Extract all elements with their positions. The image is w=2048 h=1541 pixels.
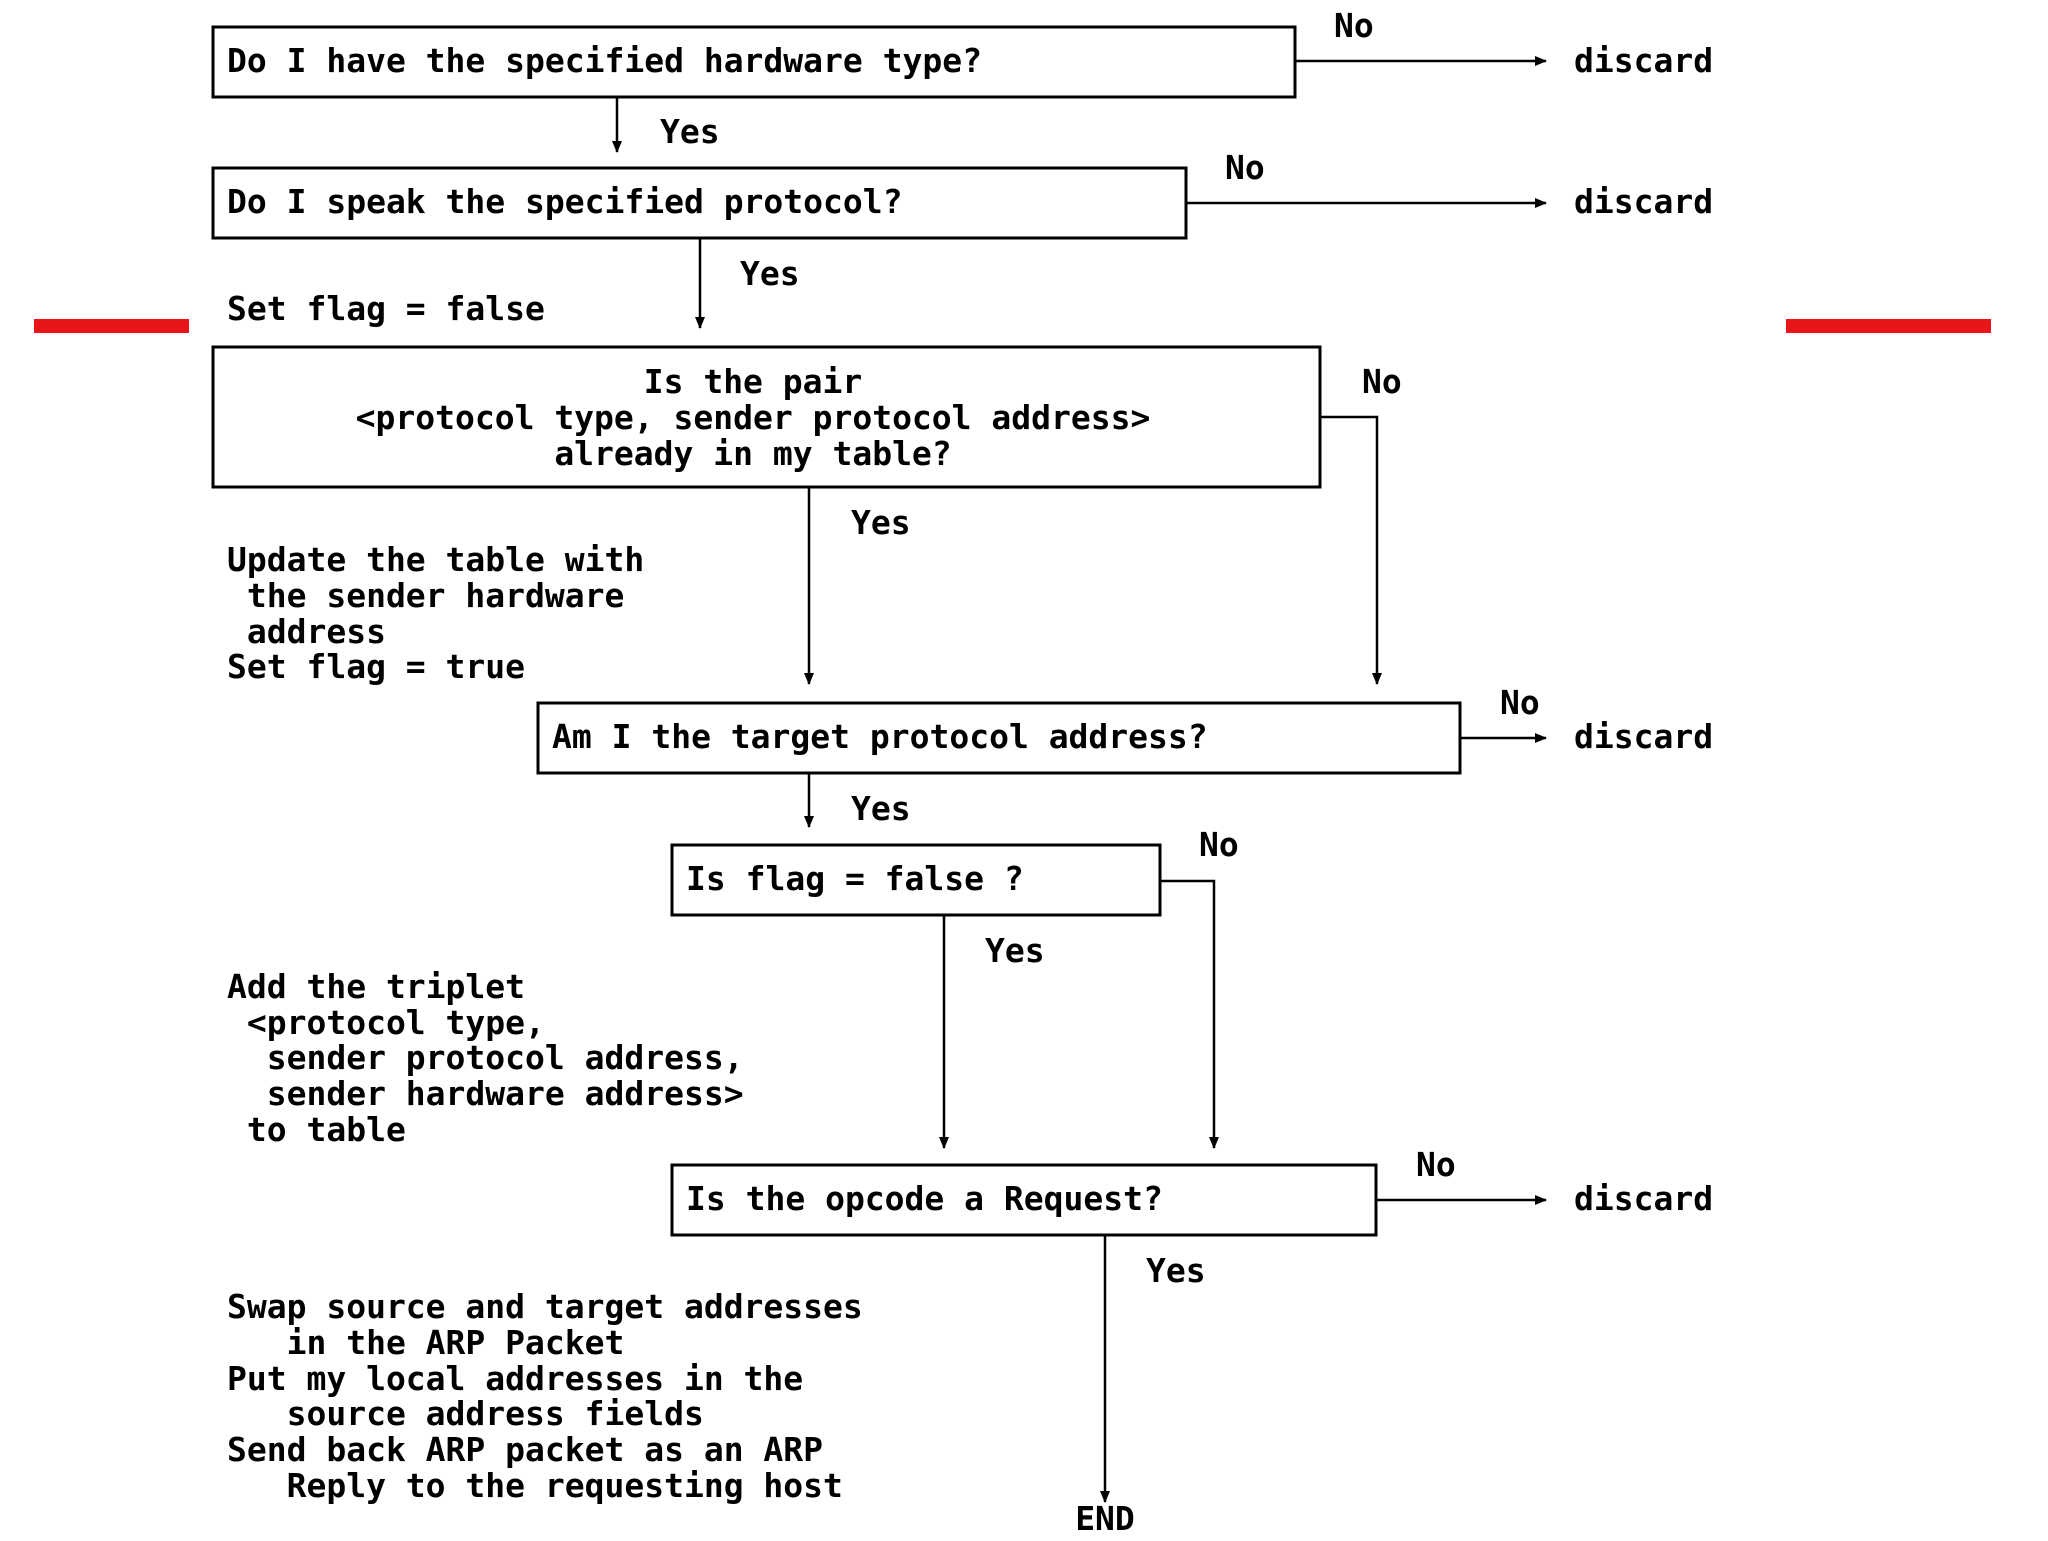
add-triplet-line-4: sender hardware address> xyxy=(227,1074,744,1113)
update-table-line-1: Update the table with xyxy=(227,540,644,579)
add-triplet-line-1: Add the triplet xyxy=(227,967,525,1006)
yes-label-target: Yes xyxy=(851,789,911,828)
update-table-line-2: the sender hardware xyxy=(227,576,624,615)
discard-target: discard xyxy=(1574,717,1713,756)
decision-hardware-box xyxy=(211,25,1297,99)
discard-protocol: discard xyxy=(1574,182,1713,221)
no-label-pair: No xyxy=(1362,362,1402,401)
decision-pair-line-2: <protocol type, sender protocol address> xyxy=(356,398,1151,437)
yes-label-flag: Yes xyxy=(985,931,1045,970)
decision-target-text: Am I the target protocol address? xyxy=(552,717,1208,756)
yes-label-protocol: Yes xyxy=(740,254,800,293)
discard-hardware: discard xyxy=(1574,41,1713,80)
no-path-flag xyxy=(1160,879,1219,1149)
decision-flag-box xyxy=(670,843,1162,917)
decision-pair-box xyxy=(211,345,1322,489)
decision-protocol-box xyxy=(211,166,1188,240)
end-label: END xyxy=(1075,1499,1135,1536)
no-label-opcode: No xyxy=(1416,1145,1456,1184)
decision-pair-line-3: already in my table? xyxy=(554,434,951,473)
reply-actions-line-4: source address fields xyxy=(227,1394,704,1433)
update-table-line-4: Set flag = true xyxy=(227,647,525,686)
no-label-flag: No xyxy=(1199,825,1239,864)
set-flag-false-text: Set flag = false xyxy=(227,289,545,328)
decision-protocol-text: Do I speak the specified protocol? xyxy=(227,182,903,221)
discard-opcode: discard xyxy=(1574,1179,1713,1218)
add-triplet-line-2: <protocol type, xyxy=(227,1003,545,1042)
decision-pair-line-1: Is the pair xyxy=(644,362,863,401)
no-path-pair xyxy=(1320,415,1382,685)
yes-label-opcode: Yes xyxy=(1146,1251,1206,1290)
decision-opcode-box xyxy=(670,1163,1378,1237)
no-label-protocol: No xyxy=(1225,148,1265,187)
reply-actions-line-6: Reply to the requesting host xyxy=(227,1466,843,1505)
add-triplet-line-5: to table xyxy=(227,1110,406,1149)
reply-actions-line-5: Send back ARP packet as an ARP xyxy=(227,1430,823,1469)
decision-opcode-text: Is the opcode a Request? xyxy=(686,1179,1163,1218)
no-label-hardware: No xyxy=(1334,6,1374,45)
add-triplet-line-3: sender protocol address, xyxy=(227,1038,744,1077)
no-label-target: No xyxy=(1500,683,1540,722)
decision-flag-text: Is flag = false ? xyxy=(686,859,1024,898)
accent-bar-right xyxy=(1786,319,1991,333)
accent-bar-left xyxy=(34,319,189,333)
update-table-line-3: address xyxy=(227,612,386,651)
yes-label-pair: Yes xyxy=(851,503,911,542)
reply-actions-line-2: in the ARP Packet xyxy=(227,1323,624,1362)
reply-actions-line-3: Put my local addresses in the xyxy=(227,1359,803,1398)
yes-label-hardware: Yes xyxy=(660,112,720,151)
reply-actions-line-1: Swap source and target addresses xyxy=(227,1287,863,1326)
decision-hardware-text: Do I have the specified hardware type? xyxy=(227,41,982,80)
